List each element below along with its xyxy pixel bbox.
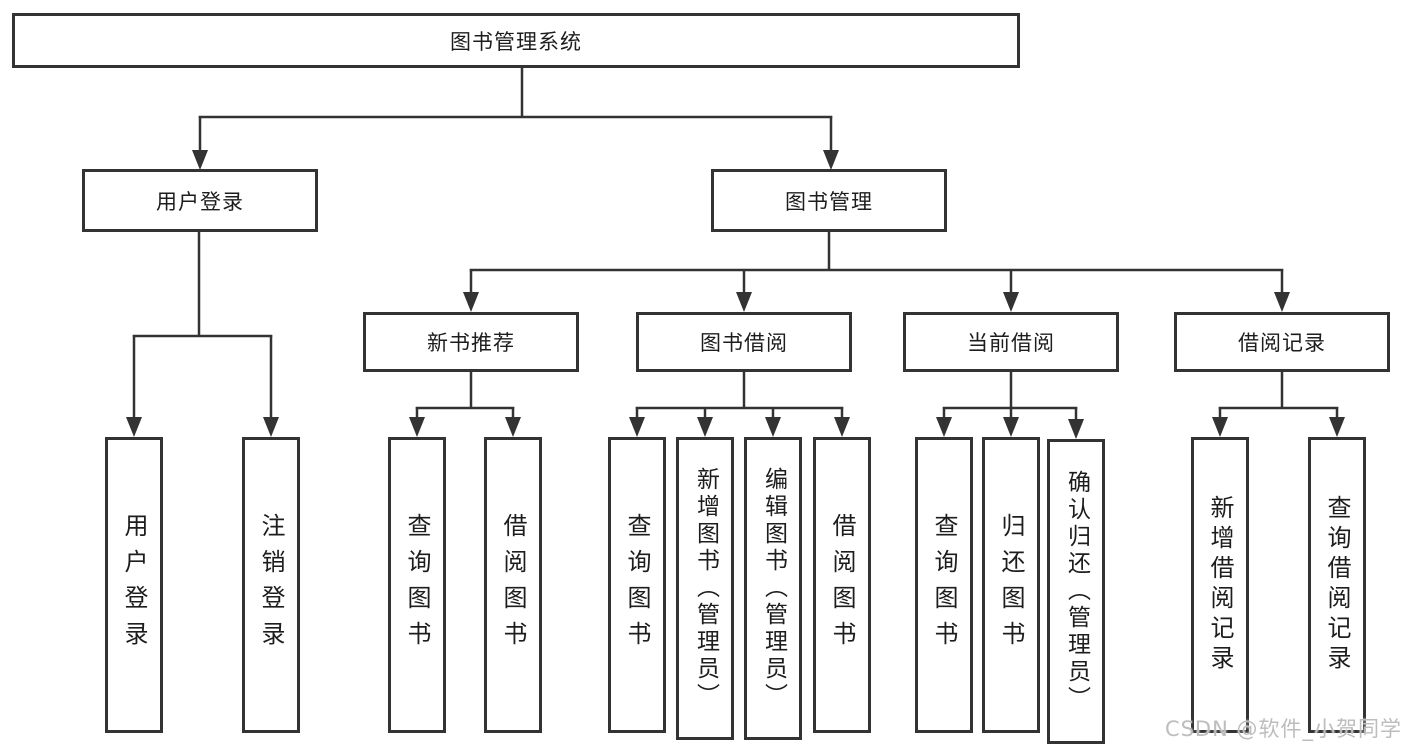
node-label: 编辑图书（管理员） (760, 467, 787, 710)
leaf-user-login: 用户登录 (105, 437, 163, 733)
node-label: 借阅图书 (828, 513, 856, 657)
node-label: 归还图书 (997, 513, 1025, 657)
leaf-query-books-current: 查询图书 (915, 437, 973, 733)
node-label: 查询借阅记录 (1323, 495, 1351, 675)
leaf-add-borrow-record: 新增借阅记录 (1191, 437, 1249, 733)
node-new-book-recommend: 新书推荐 (363, 312, 579, 372)
node-label: 图书管理 (785, 189, 873, 214)
node-label: 查询图书 (403, 513, 431, 657)
leaf-return-book: 归还图书 (982, 437, 1040, 733)
node-current-borrow: 当前借阅 (903, 312, 1119, 372)
leaf-logout: 注销登录 (242, 437, 300, 733)
leaf-confirm-return-admin: 确认归还（管理员） (1047, 439, 1105, 744)
node-label: 借阅记录 (1238, 331, 1326, 355)
node-label: 注销登录 (257, 513, 285, 657)
node-label: 新增借阅记录 (1206, 495, 1234, 675)
leaf-borrow-books: 借阅图书 (813, 437, 871, 733)
node-label: 新增图书（管理员） (692, 467, 719, 710)
node-label: 用户登录 (120, 513, 148, 657)
leaf-borrow-books-recommend: 借阅图书 (484, 437, 542, 733)
node-label: 新书推荐 (427, 331, 515, 355)
node-label: 当前借阅 (967, 331, 1055, 355)
node-book-borrow: 图书借阅 (636, 312, 852, 372)
node-book-management-module: 图书管理 (711, 169, 947, 232)
node-label: 借阅图书 (499, 513, 527, 657)
leaf-query-borrow-record: 查询借阅记录 (1308, 437, 1366, 733)
node-label: 查询图书 (930, 513, 958, 657)
node-borrow-records: 借阅记录 (1174, 312, 1390, 372)
leaf-edit-book-admin: 编辑图书（管理员） (744, 437, 802, 740)
leaf-query-books-recommend: 查询图书 (388, 437, 446, 733)
node-root-library-system: 图书管理系统 (12, 13, 1020, 68)
node-label: 用户登录 (156, 189, 244, 214)
node-label: 图书借阅 (700, 331, 788, 355)
node-label: 确认归还（管理员） (1063, 470, 1090, 713)
leaf-query-books-borrow: 查询图书 (608, 437, 666, 733)
node-label: 查询图书 (623, 513, 651, 657)
node-user-login-module: 用户登录 (82, 169, 318, 232)
node-label: 图书管理系统 (450, 29, 582, 54)
leaf-add-book-admin: 新增图书（管理员） (676, 437, 734, 740)
